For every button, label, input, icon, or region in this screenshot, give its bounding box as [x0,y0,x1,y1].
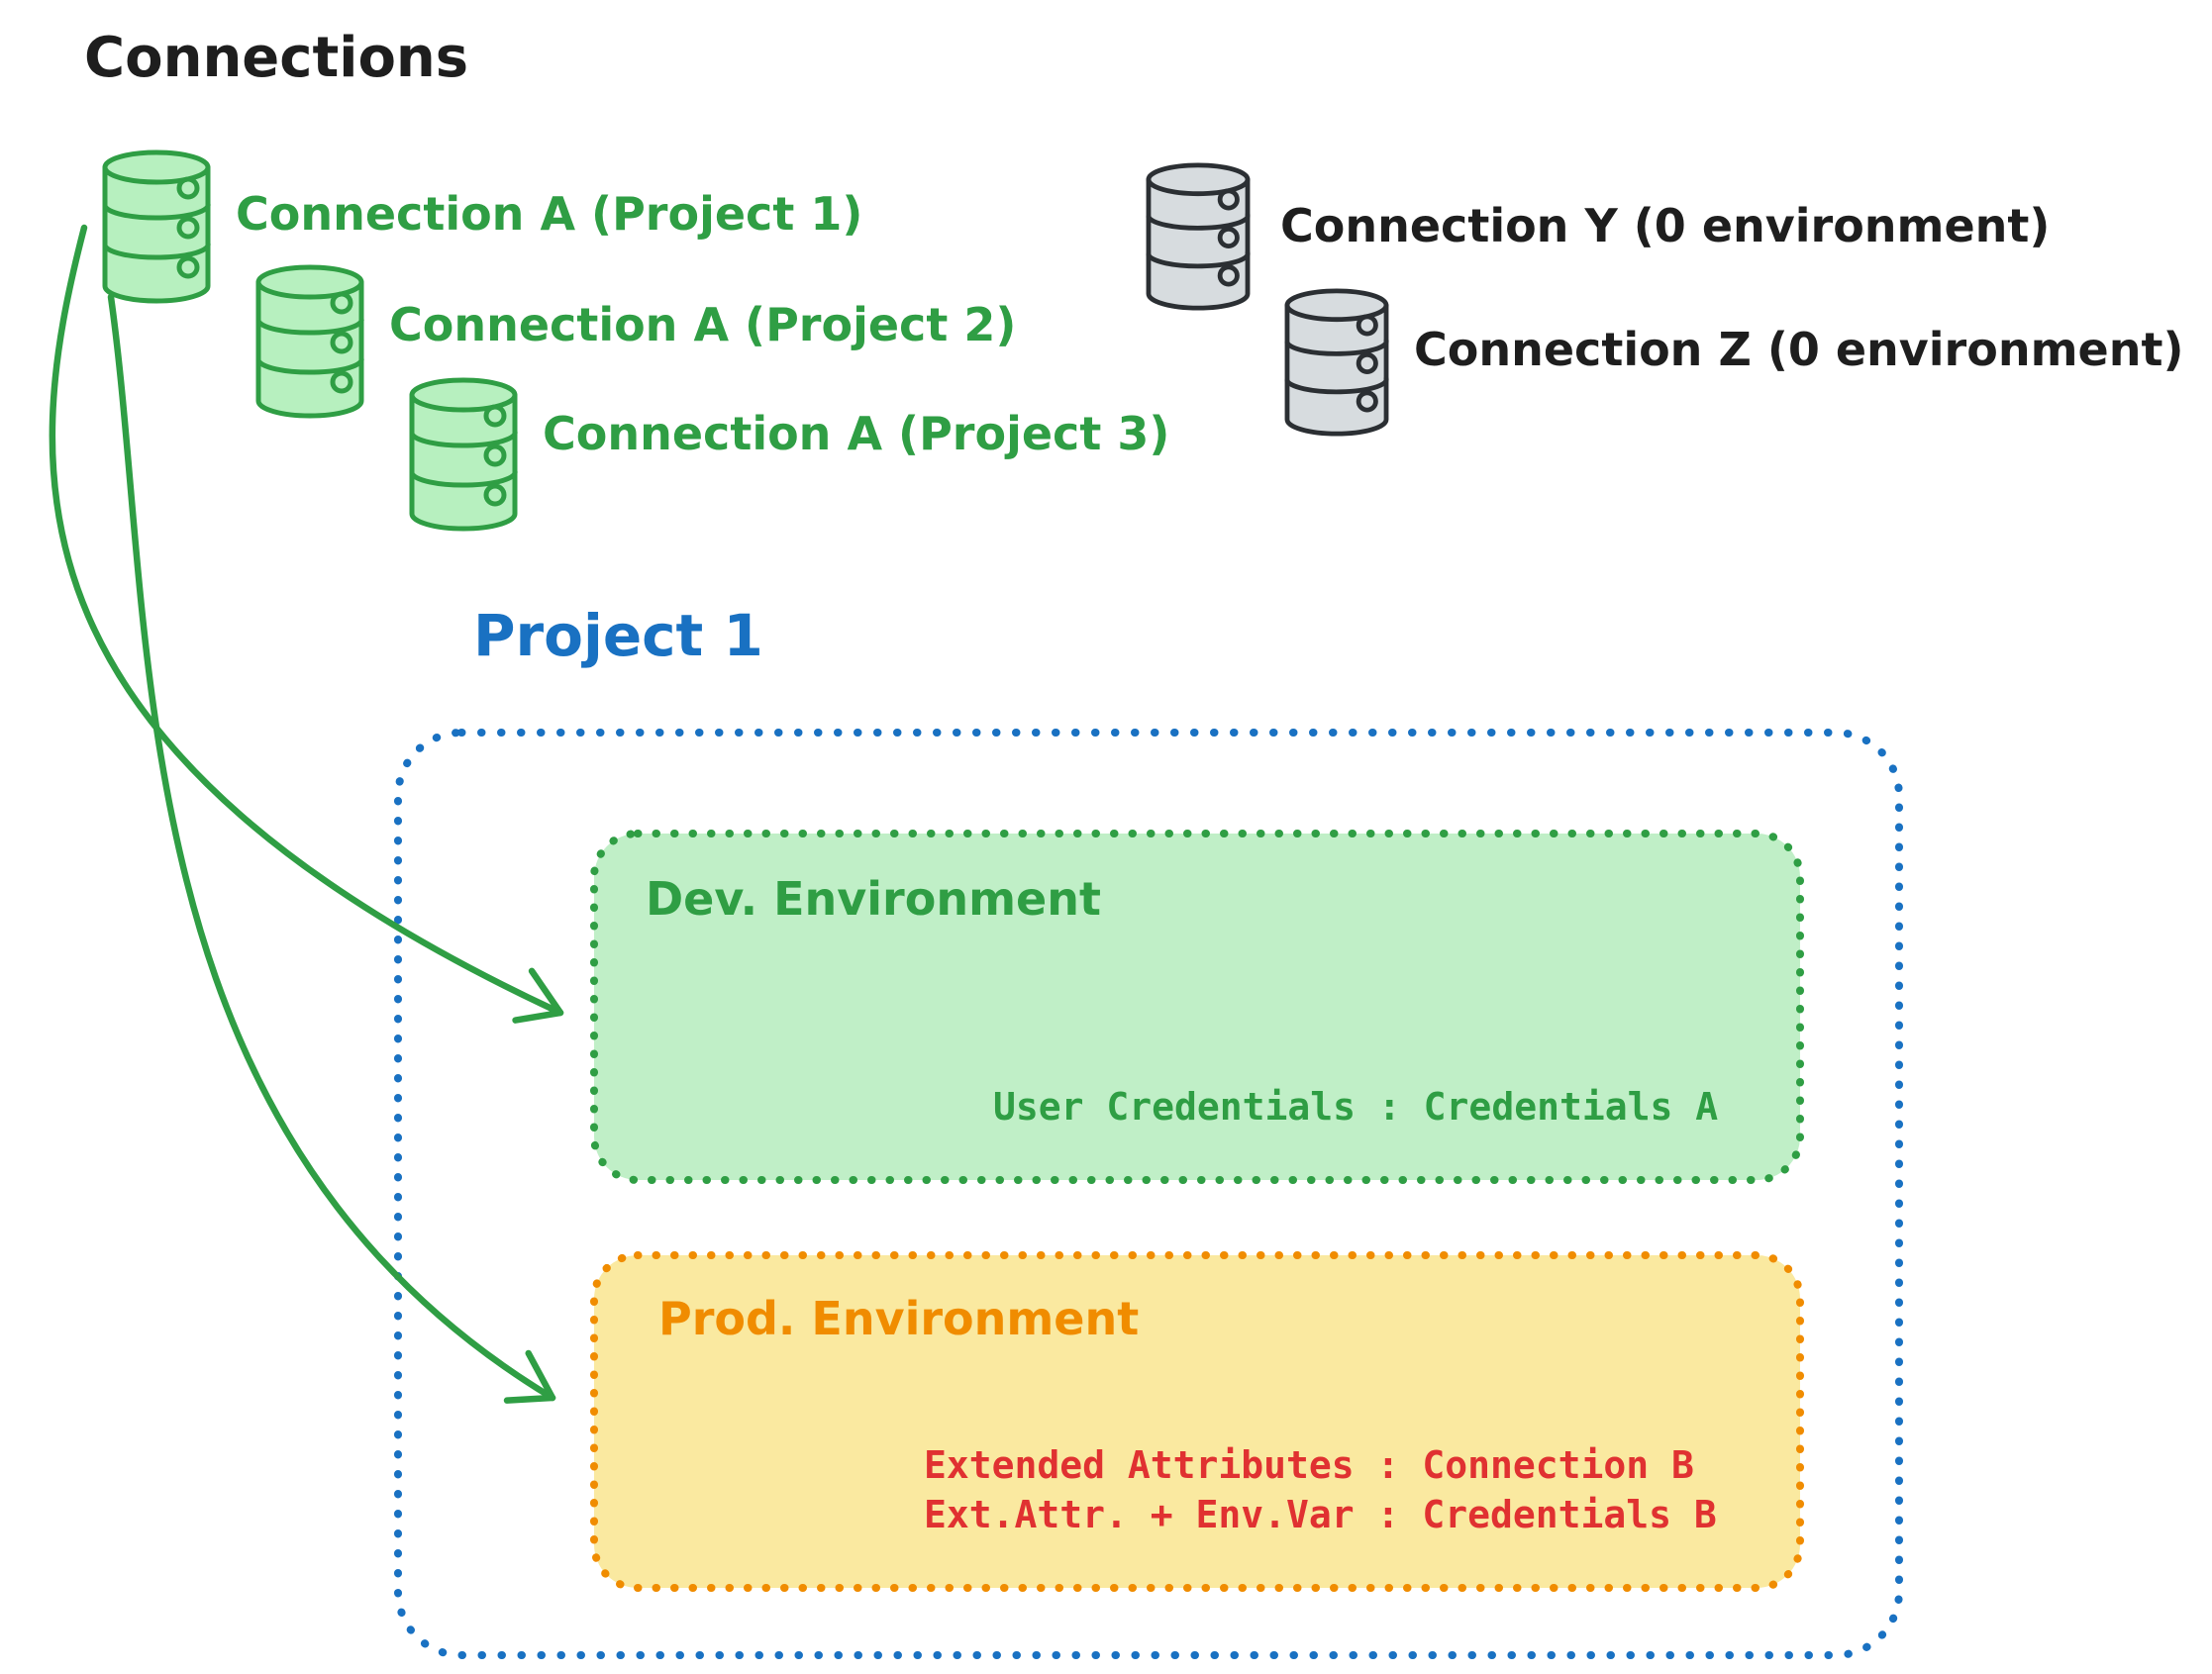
dev-environment-title: Dev. Environment [646,872,1101,926]
dev-environment-box [590,830,1804,1184]
connection-label-y: Connection Y (0 environment) [1280,199,2051,252]
prod-environment-box [590,1251,1804,1592]
database-icon [1286,290,1387,435]
dev-credentials-mapping: User Credentials : Credentials A [993,1085,1719,1129]
diagram-title: Connections [84,26,469,90]
prod-extattr-envvar-mapping: Ext.Attr. + Env.Var : Credentials B [924,1493,1717,1536]
database-icon [258,267,362,416]
prod-environment-title: Prod. Environment [658,1292,1140,1345]
arrow-connection-a-to-dev-environment [49,224,564,1024]
database-icon [1148,164,1249,309]
project-1-container-box [394,729,1903,1659]
arrow-connection-a-to-prod-environment [107,293,556,1404]
database-icon [105,152,209,301]
connection-label-a-project-1: Connection A (Project 1) [236,187,863,241]
prod-extended-attributes-mapping: Extended Attributes : Connection B [924,1443,1694,1487]
connection-label-a-project-3: Connection A (Project 3) [543,407,1170,460]
project-title: Project 1 [473,602,763,669]
connection-label-a-project-2: Connection A (Project 2) [389,298,1017,351]
database-icon [412,380,516,529]
connection-label-z: Connection Z (0 environment) [1414,323,2184,376]
